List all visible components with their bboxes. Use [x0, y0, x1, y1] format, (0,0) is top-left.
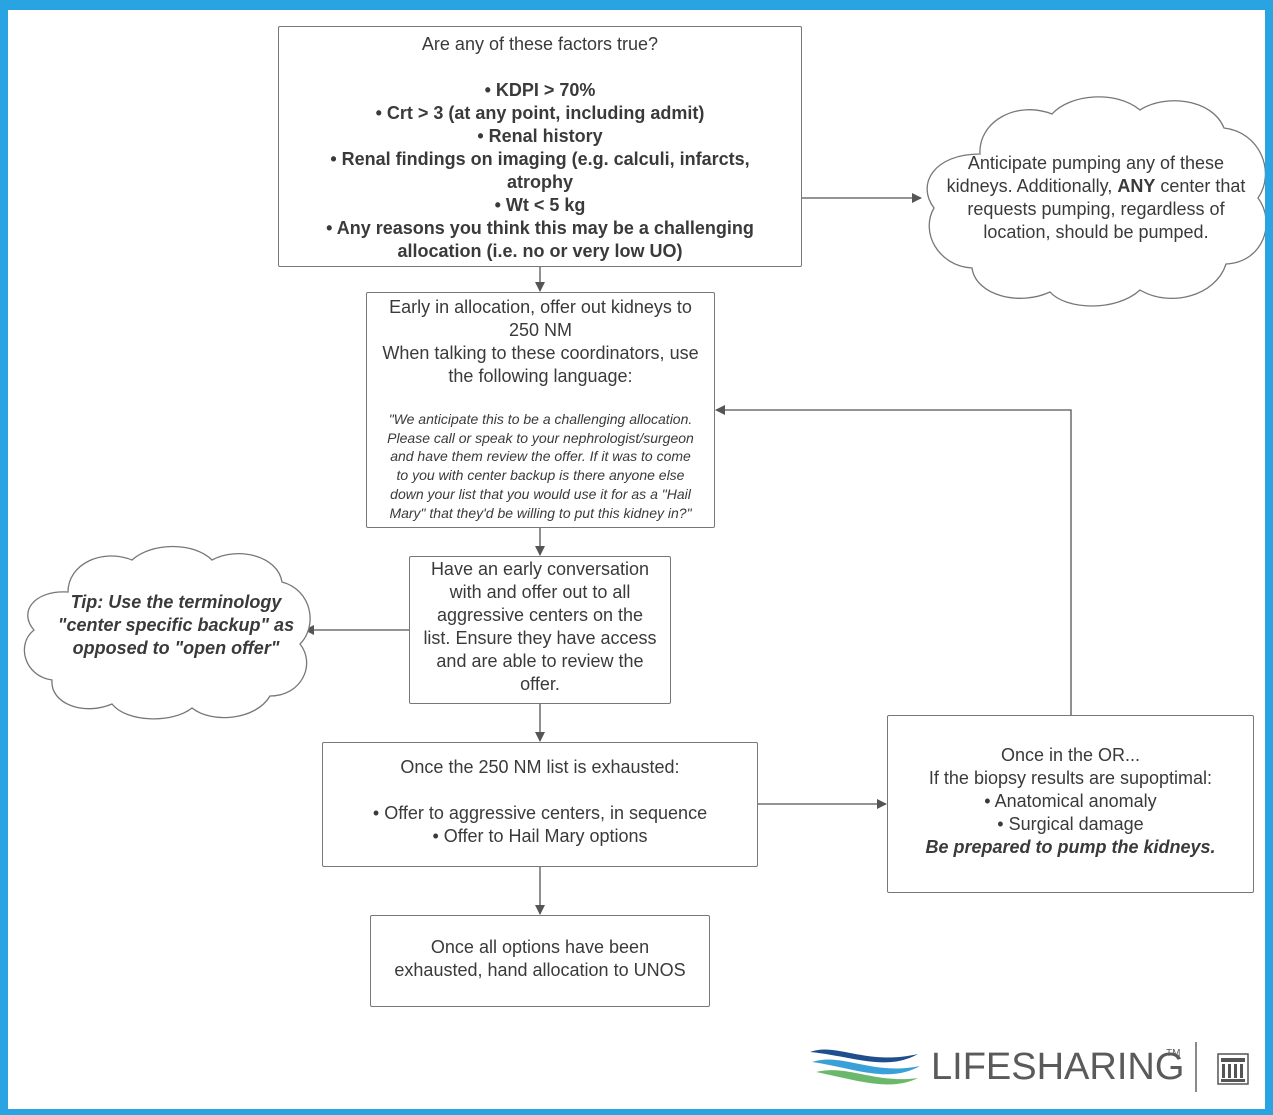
logo-divider — [1195, 1042, 1197, 1092]
or-item: • Surgical damage — [997, 814, 1144, 834]
early-conversation-box: Have an early conversation with and offe… — [409, 556, 671, 704]
early-offer-box: Early in allocation, offer out kidneys t… — [366, 292, 715, 528]
early-offer-line: 250 NM — [508, 320, 573, 340]
factor-item: • KDPI > 70% — [484, 80, 596, 100]
factor-item: • Renal findings on imaging (e.g. calcul… — [330, 149, 750, 169]
wave-logo-icon — [810, 1049, 920, 1085]
coordinator-script-line: Mary" that they'd be willing to put this… — [389, 504, 692, 521]
pumping-note-cloud: Anticipate pumping any of these kidneys.… — [920, 92, 1272, 308]
conversation-line: list. Ensure they have access — [423, 628, 657, 648]
factors-box: Are any of these factors true? • KDPI > … — [278, 26, 802, 267]
or-line: If the biopsy results are supoptimal: — [928, 768, 1213, 788]
logo-wordmark: LIFESHARING — [931, 1046, 1185, 1088]
pumping-line: location, should be pumped. — [983, 222, 1209, 242]
unos-line: exhausted, hand allocation to UNOS — [394, 960, 686, 980]
pumping-line: requests pumping, regardless of — [967, 199, 1225, 219]
tip-line: "center specific backup" as — [57, 615, 295, 635]
pumping-any-emphasis: ANY — [1117, 176, 1156, 196]
tip-line: Tip: Use the terminology — [70, 592, 282, 612]
or-line: Once in the OR... — [1000, 745, 1141, 765]
pumping-text: kidneys. Additionally, — [946, 176, 1118, 196]
factor-item: • Any reasons you think this may be a ch… — [326, 218, 754, 238]
early-offer-line: When talking to these coordinators, use — [382, 343, 699, 363]
conversation-line: with and offer out to all — [449, 582, 631, 602]
tip-line: opposed to "open offer" — [72, 638, 280, 658]
partner-building-icon — [1217, 1053, 1249, 1085]
or-item: • Anatomical anomaly — [984, 791, 1157, 811]
factors-question: Are any of these factors true? — [421, 34, 659, 54]
early-offer-line: Early in allocation, offer out kidneys t… — [389, 297, 692, 317]
or-emphasis: Be prepared to pump the kidneys. — [925, 837, 1216, 857]
hand-to-unos-box: Once all options have been exhausted, ha… — [370, 915, 710, 1007]
factor-item: allocation (i.e. no or very low UO) — [397, 241, 683, 261]
cloud-shape — [23, 545, 311, 720]
operating-room-box: Once in the OR... If the biopsy results … — [887, 715, 1254, 893]
coordinator-script-line: and have them review the offer. If it wa… — [390, 448, 691, 465]
exhausted-title: Once the 250 NM list is exhausted: — [400, 757, 680, 777]
tip-cloud: Tip: Use the terminology "center specifi… — [16, 540, 316, 720]
lifesharing-logo: LIFESHARING TM — [806, 1038, 1256, 1098]
conversation-line: and are able to review the — [436, 651, 644, 671]
conversation-line: offer. — [520, 674, 560, 694]
early-offer-line: the following language: — [448, 366, 633, 386]
factor-item: • Wt < 5 kg — [494, 195, 586, 215]
coordinator-script-line: Please call or speak to your nephrologis… — [387, 429, 694, 446]
pumping-line: kidneys. Additionally, ANY center that — [926, 175, 1266, 198]
pumping-line: Anticipate pumping any of these — [967, 153, 1225, 173]
factor-item: atrophy — [506, 172, 573, 192]
list-exhausted-box: Once the 250 NM list is exhausted: • Off… — [322, 742, 758, 867]
factor-item: • Renal history — [477, 126, 603, 146]
coordinator-script-line: down your list that you would use it for… — [390, 485, 691, 502]
factor-item: • Crt > 3 (at any point, including admit… — [375, 103, 705, 123]
exhausted-item: • Offer to Hail Mary options — [432, 826, 648, 846]
pumping-text: center that — [1155, 176, 1246, 196]
cloud-shape — [926, 96, 1267, 307]
conversation-line: aggressive centers on the — [436, 605, 644, 625]
conversation-line: Have an early conversation — [430, 559, 650, 579]
coordinator-script-line: to you with center backup is there anyon… — [396, 467, 685, 484]
logo-trademark: TM — [1166, 1048, 1181, 1059]
exhausted-item: • Offer to aggressive centers, in sequen… — [372, 803, 708, 823]
arrow-or-back-to-early — [715, 405, 1072, 715]
unos-line: Once all options have been — [430, 937, 650, 957]
coordinator-script-line: "We anticipate this to be a challenging … — [388, 411, 693, 427]
